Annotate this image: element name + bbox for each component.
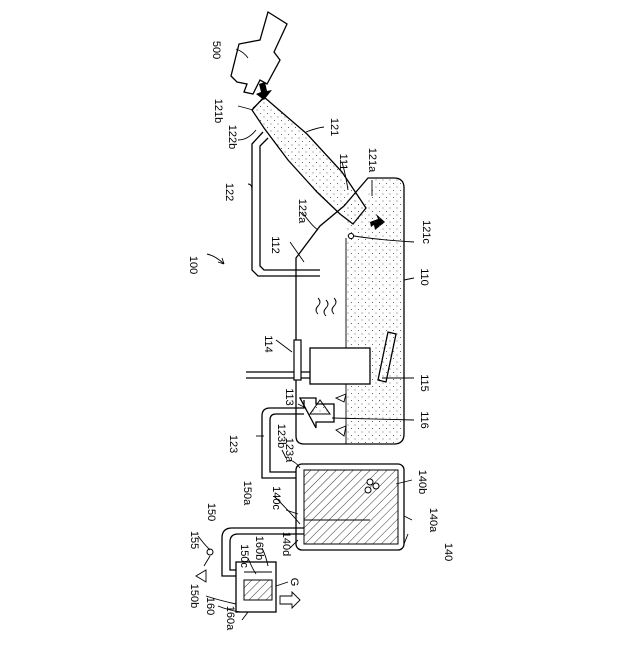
fuel-nozzle-500 [231, 12, 287, 94]
label-140d: 140d [280, 532, 292, 556]
label-122a: 122a [296, 199, 308, 224]
label-150a: 150a [241, 481, 253, 506]
label-122b: 122b [226, 125, 238, 149]
label-140b: 140b [416, 470, 428, 494]
label-G: G [288, 578, 300, 587]
label-113: 113 [283, 388, 295, 406]
label-112: 112 [269, 236, 281, 254]
label-115: 115 [418, 374, 430, 392]
canister-140 [296, 464, 404, 550]
label-160: 160 [204, 597, 216, 615]
label-121: 121 [328, 118, 340, 136]
label-150: 150 [205, 503, 217, 521]
label-110: 110 [418, 268, 430, 286]
filter-160 [236, 562, 300, 612]
label-160b: 160b [253, 536, 265, 560]
label-150b: 150b [188, 584, 200, 608]
label-140a: 140a [427, 508, 439, 533]
label-100: 100 [187, 256, 199, 274]
label-140c: 140c [270, 486, 282, 510]
label-160a: 160a [224, 606, 236, 631]
label-500: 500 [210, 41, 222, 59]
label-121c: 121c [420, 220, 432, 244]
label-114: 114 [262, 335, 274, 353]
label-123: 123 [227, 435, 239, 453]
label-121b: 121b [212, 99, 224, 123]
label-122: 122 [223, 183, 235, 201]
air-arrow-icon [196, 570, 206, 582]
label-155: 155 [188, 531, 200, 549]
label-150c: 150c [238, 544, 250, 568]
valve-116 [300, 394, 346, 436]
label-140: 140 [442, 543, 454, 561]
label-121a: 121a [366, 148, 378, 173]
label-111: 111 [337, 154, 349, 171]
label-123a: 123a [283, 438, 295, 463]
label-116: 116 [418, 411, 430, 429]
